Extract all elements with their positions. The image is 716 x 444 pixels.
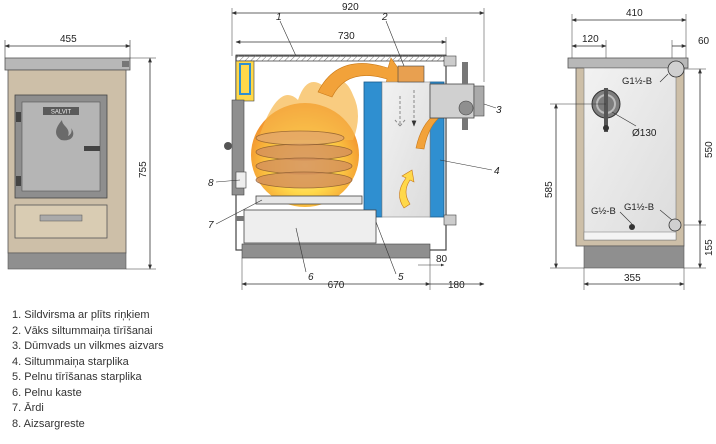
front-base [7, 252, 127, 270]
legend-item: 8. Aizsargreste [12, 417, 85, 430]
front-door-hinge-bottom [16, 176, 21, 186]
legend-item: 4. Siltummaiņa starplika [12, 355, 129, 368]
front-brand-text: SALVIT [51, 110, 72, 116]
section-dashed-arrow-1 [394, 96, 406, 128]
legend-item: 1. Sildvirsma ar plīts riņķiem [12, 309, 150, 321]
callout-3: 3 [496, 105, 502, 116]
section-damper-handle [462, 62, 468, 84]
front-ash-drawer [14, 204, 108, 239]
section-damper [458, 100, 474, 116]
section-inner-dim-label: 730 [338, 31, 355, 42]
section-heat-exchanger-front [363, 81, 383, 218]
side-fitting-bottom-right-label: G1½-B [624, 202, 654, 213]
section-overall-dim-label: 920 [342, 2, 359, 13]
front-door-hinge-top [16, 112, 21, 122]
front-height-label: 755 [138, 161, 149, 178]
side-base-dim-label: 355 [624, 273, 641, 284]
side-base [583, 245, 685, 269]
callout-7: 7 [208, 220, 214, 231]
side-fitting-bottom-left-label: G½-B [591, 206, 616, 217]
callout-6: 6 [308, 272, 314, 283]
section-firewood-logs [255, 130, 353, 189]
side-fitting-bottom-left [629, 224, 635, 230]
side-width-label: 410 [626, 8, 643, 19]
section-base [241, 243, 431, 259]
section-door-knob [224, 142, 232, 150]
section-ash-pan [243, 209, 377, 244]
side-flue-diameter-label: Ø130 [632, 128, 657, 139]
legend-item: 2. Vāks siltummaiņa tīrīšanai [12, 324, 153, 337]
front-top-knob [122, 61, 129, 67]
legend-item: 5. Pelnu tīrīšanas starplika [12, 371, 142, 383]
side-fitting-bottom-right [668, 218, 682, 232]
front-width-label: 455 [60, 34, 77, 45]
side-flue-offset-label: 120 [582, 34, 599, 45]
side-height-155-label: 155 [704, 239, 715, 256]
section-flames [258, 81, 358, 140]
section-cooktop [235, 54, 447, 62]
side-damper-rod [604, 88, 608, 132]
section-base-dim-label: 670 [328, 280, 345, 291]
section-right-step-label: 80 [436, 254, 448, 265]
callout-8: 8 [208, 178, 214, 189]
legend-item: 3. Dūmvads un vilkmes aizvars [12, 340, 164, 352]
section-grate [255, 195, 363, 205]
front-door-handle [84, 146, 100, 151]
section-flue-offset-label: 180 [448, 280, 465, 291]
side-height-550-label: 550 [704, 141, 715, 158]
callout-5: 5 [398, 272, 404, 283]
side-right-offset-label: 60 [698, 36, 710, 47]
legend-item: 7. Ārdi [12, 402, 44, 414]
flame-logo-icon [56, 120, 74, 141]
callout-1: 1 [276, 12, 282, 23]
callout-2: 2 [381, 12, 388, 23]
front-view: 455 SALVIT 755 [4, 34, 156, 270]
front-drawer-handle [39, 214, 83, 222]
section-cleaning-lid [397, 65, 425, 83]
section-small-flow-arrow [399, 169, 415, 209]
front-brand-plate [43, 107, 79, 115]
section-callouts: 1 2 3 4 5 6 7 8 [208, 12, 502, 283]
side-fitting-top-label: G1½-B [622, 76, 652, 87]
side-fitting-top [667, 60, 685, 78]
parts-legend: 1. Sildvirsma ar plīts riņķiem 2. Vāks s… [12, 308, 164, 432]
front-top-plate [4, 57, 131, 71]
legend-item: 6. Pelnu kaste [12, 386, 82, 399]
section-guard-bar [235, 171, 247, 189]
section-door-panel [231, 99, 245, 196]
callout-4: 4 [494, 166, 500, 177]
side-view: 410 120 60 Ø130 G1½-B G½-B G1½-B [544, 8, 715, 290]
section-view: 920 730 [208, 2, 502, 291]
side-height-585-label: 585 [544, 181, 555, 198]
